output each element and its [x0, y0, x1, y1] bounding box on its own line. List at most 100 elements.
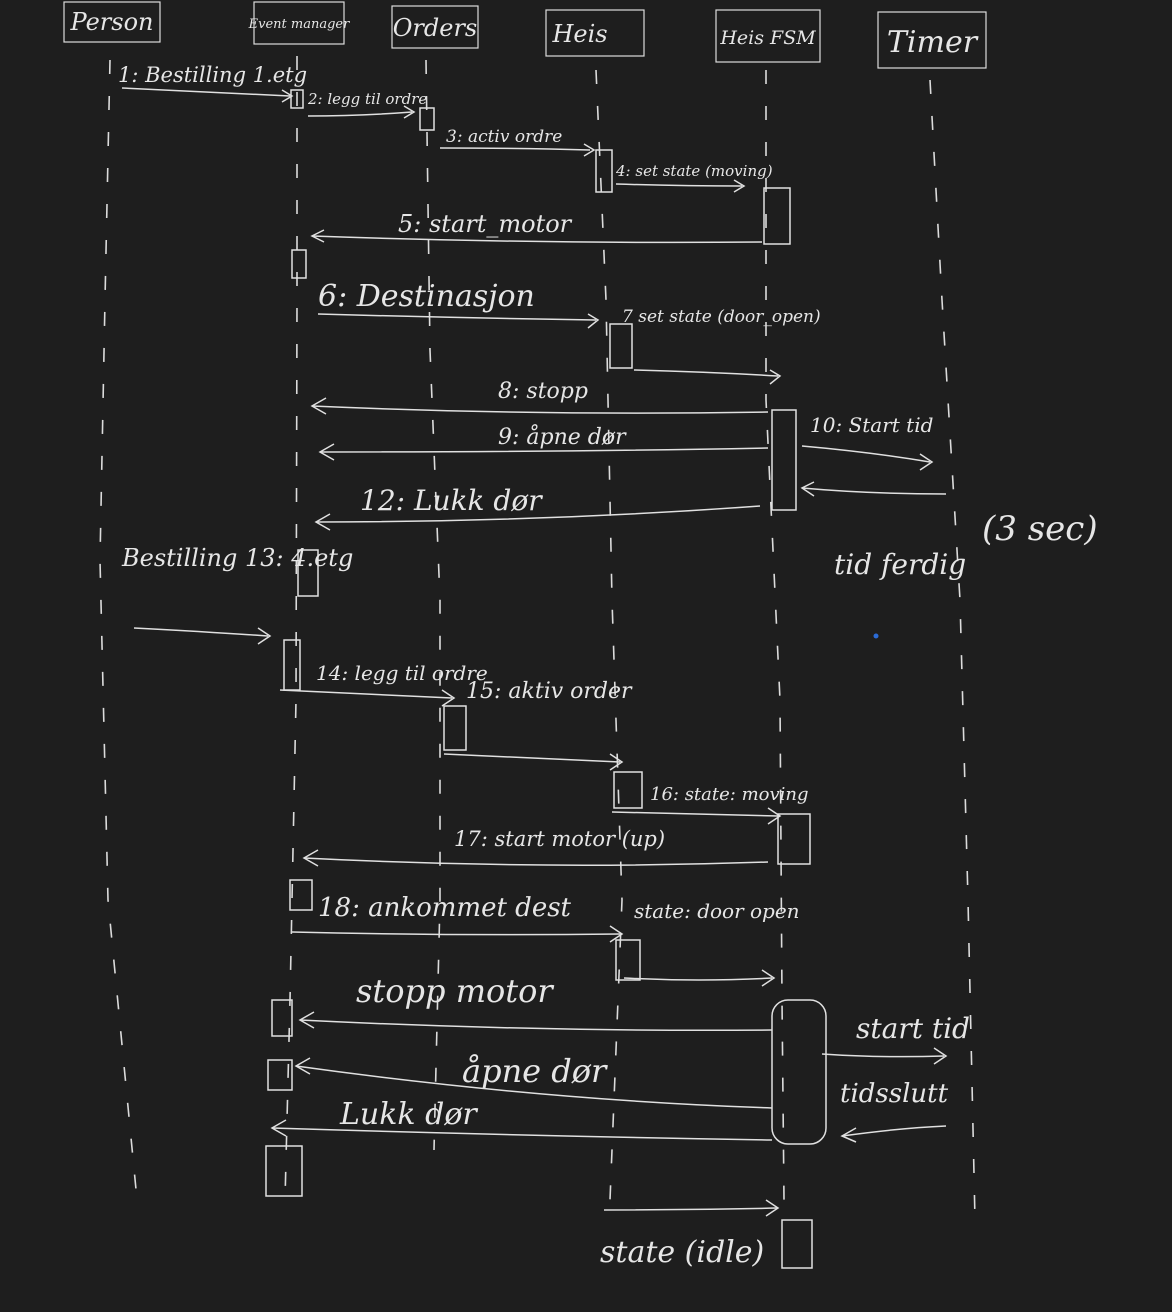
activation-box — [283, 639, 301, 691]
lifeline-heis — [595, 69, 623, 1201]
message-arrow-22 — [821, 1053, 945, 1058]
activation-box — [289, 879, 313, 911]
message-labels: 1: Bestilling 1.etg 2: legg til ordre 3:… — [118, 63, 1098, 1270]
participant-orders: Orders — [391, 5, 479, 49]
arrowhead — [587, 313, 600, 329]
arrowhead — [257, 627, 272, 645]
lifeline-orders — [425, 59, 441, 1151]
message-label-1: 1: Bestilling 1.etg — [118, 63, 307, 87]
activation-box — [777, 813, 811, 865]
arrowhead — [733, 179, 746, 193]
message-label-23: tidsslutt — [840, 1079, 949, 1109]
message-label-14: 14: legg til ordre — [316, 661, 488, 685]
message-label-22: start tid — [856, 1012, 970, 1045]
arrowhead — [583, 143, 596, 157]
message-arrow-11 — [801, 487, 947, 495]
message-arrow-15 — [443, 753, 621, 763]
message-arrow-8 — [311, 405, 769, 414]
messages — [121, 87, 948, 1217]
message-label-8: 8: stopp — [498, 379, 588, 404]
message-label-5: 5: start_motor — [398, 210, 573, 238]
message-label-21: åpne dør — [462, 1052, 608, 1090]
message-arrow-14 — [279, 689, 453, 699]
arrowhead — [761, 969, 776, 987]
arrowhead — [403, 105, 416, 119]
arrowhead — [767, 807, 782, 825]
message-label-16: 16: state: moving — [650, 784, 809, 805]
note-label: (3 sec) — [982, 509, 1098, 549]
activation-box — [609, 323, 633, 369]
message-label-18: 18: ankommet dest — [318, 893, 572, 923]
message-label-3: 3: activ ordre — [446, 127, 562, 147]
arrowhead — [281, 89, 294, 103]
message-arrow-20 — [299, 1019, 773, 1032]
participant-label: Person — [70, 8, 154, 36]
participant-eventmanager: Event manager — [248, 1, 350, 45]
participant-label: Event manager — [248, 17, 350, 32]
message-arrow-9 — [319, 447, 769, 453]
message-arrow-7 — [633, 369, 779, 377]
message-label-25: state (idle) — [600, 1235, 764, 1270]
message-arrow-13 — [133, 627, 269, 637]
arrowhead — [769, 369, 782, 385]
message-arrow-1 — [121, 87, 291, 97]
participant-person: Person — [63, 1, 161, 43]
participant-label: Timer — [887, 25, 979, 60]
lifeline-timer — [929, 79, 976, 1221]
message-arrow-19 — [623, 977, 773, 981]
activation-box — [595, 149, 613, 193]
activation-box — [291, 249, 307, 279]
participant-label: Orders — [393, 14, 478, 42]
lifeline-person — [99, 59, 139, 1211]
activation-box — [290, 89, 304, 109]
arrowhead — [302, 849, 319, 867]
activation-box — [419, 107, 435, 131]
message-label-20: stopp motor — [356, 972, 554, 1010]
message-label-13: Bestilling 13: 4.etg — [121, 544, 353, 572]
activations — [265, 89, 827, 1269]
message-arrow-16 — [611, 811, 779, 817]
stray-ink-dot — [873, 633, 879, 639]
activation-box — [613, 771, 643, 809]
message-label-11: tid ferdig — [834, 548, 966, 581]
message-label-12: 12: Lukk dør — [360, 484, 543, 517]
message-arrow-3 — [439, 147, 591, 151]
message-label-2: 2: legg til ordre — [307, 90, 427, 108]
message-label-6: 6: Destinasjon — [318, 279, 535, 314]
message-arrow-12 — [315, 505, 761, 523]
arrowhead — [441, 689, 456, 707]
activation-box — [265, 1145, 303, 1197]
activation-box — [443, 705, 467, 751]
message-arrow-6 — [317, 313, 597, 321]
message-arrow-24 — [271, 1127, 773, 1141]
arrowhead — [933, 1047, 948, 1065]
participant-heis: Heis — [545, 9, 645, 57]
message-label-4: 4: set state (moving) — [615, 162, 773, 180]
participant-heisfsm: Heis FSM — [715, 9, 821, 63]
activation-box — [781, 1219, 813, 1269]
message-label-19: state: door open — [634, 899, 800, 923]
message-arrow-4 — [615, 183, 743, 187]
arrowhead — [310, 229, 325, 243]
arrowhead — [314, 513, 331, 531]
message-arrow-18 — [291, 931, 621, 936]
participant-timer: Timer — [877, 11, 987, 69]
lifeline-heisfsm — [765, 70, 785, 1201]
activation-box — [763, 187, 791, 245]
arrowhead — [765, 1199, 780, 1217]
participant-label: Heis — [551, 20, 607, 48]
message-arrow-25 — [603, 1207, 779, 1211]
activation-box — [771, 409, 797, 511]
message-label-24: Lukk dør — [339, 1097, 478, 1132]
arrowhead — [270, 1119, 287, 1137]
participant-label: Heis FSM — [719, 27, 816, 49]
arrowhead — [318, 443, 335, 461]
activation-box — [271, 999, 293, 1037]
activation-box — [267, 1059, 293, 1091]
message-arrow-17 — [303, 857, 769, 866]
message-arrow-23 — [841, 1125, 947, 1137]
message-arrow-5 — [311, 235, 763, 244]
arrowhead — [840, 1127, 857, 1143]
message-arrow-2 — [307, 111, 413, 117]
